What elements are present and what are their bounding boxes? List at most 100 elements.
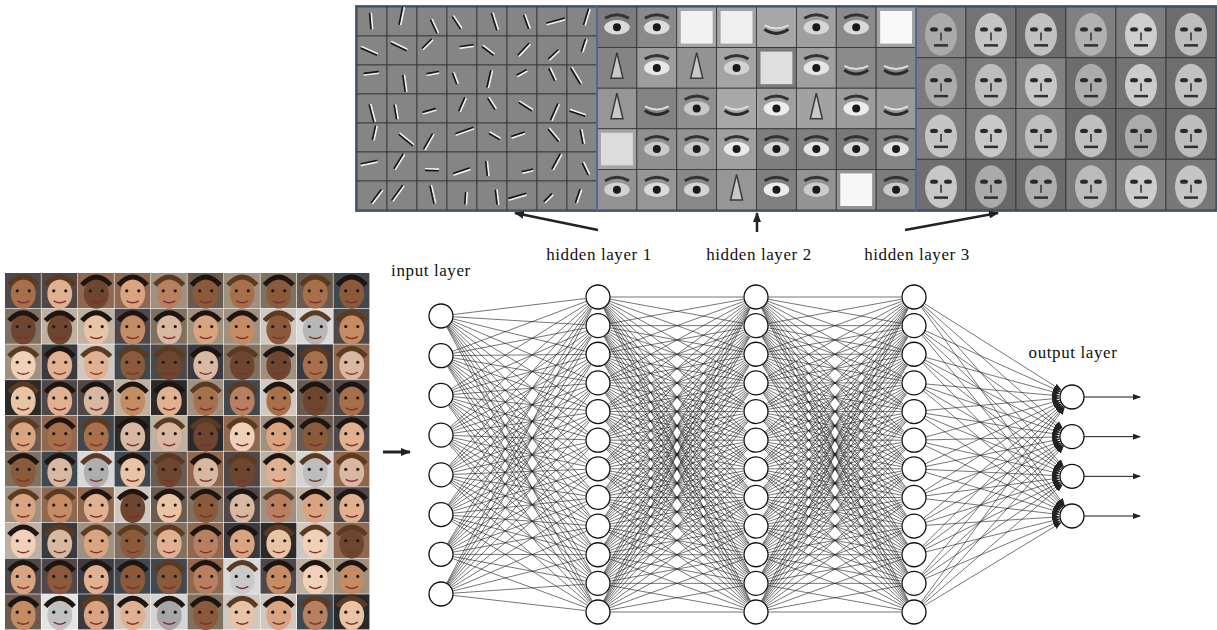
filter-cell <box>757 7 797 48</box>
filter-cell <box>876 7 916 48</box>
part-feature <box>645 55 669 59</box>
face-feature <box>980 179 988 183</box>
edge-feature <box>400 133 413 144</box>
edge-feature <box>426 170 438 172</box>
eye <box>356 289 359 292</box>
mouth <box>163 622 175 624</box>
eye <box>247 539 250 542</box>
edge-feature <box>548 130 558 142</box>
connection-line <box>762 308 908 572</box>
neuron <box>902 285 926 309</box>
hair <box>46 527 75 535</box>
filter-cell <box>916 7 966 58</box>
photo-tile <box>334 273 370 308</box>
eye <box>235 503 238 506</box>
face-feature <box>1034 95 1048 98</box>
filter-cell <box>417 65 447 94</box>
hair <box>301 384 330 392</box>
eye <box>344 575 347 578</box>
eye <box>320 396 323 399</box>
connection-line <box>610 586 743 610</box>
hair <box>265 420 294 428</box>
face-shape <box>266 279 291 309</box>
face-feature <box>1125 115 1157 158</box>
photo-tile <box>261 309 297 344</box>
face-feature <box>1090 134 1092 142</box>
filter-cell <box>717 7 757 48</box>
photo-tile <box>261 594 297 629</box>
eye <box>271 396 274 399</box>
photo-tile <box>334 487 370 522</box>
mouth <box>309 372 321 374</box>
mouth <box>200 408 212 410</box>
eye <box>28 575 31 578</box>
face-feature <box>1130 27 1138 31</box>
filter-cell <box>637 7 677 48</box>
photo-tile <box>78 452 114 487</box>
filter-cell <box>507 152 537 181</box>
part-feature <box>653 23 661 31</box>
face-shape <box>193 457 218 487</box>
face-feature <box>930 78 938 82</box>
photo-tile <box>5 273 41 308</box>
neuron <box>586 371 610 395</box>
part-feature <box>765 29 789 33</box>
hair <box>46 420 75 428</box>
connection-line <box>452 558 586 607</box>
face-shape <box>11 279 36 309</box>
filter-cell <box>567 94 597 123</box>
edge-feature <box>466 193 469 204</box>
connection-line <box>449 444 589 602</box>
connection-line <box>450 449 589 585</box>
filter-cell <box>1116 109 1166 160</box>
face-shape <box>157 564 182 594</box>
face-feature <box>940 134 942 142</box>
neuron <box>744 342 768 366</box>
face-shape <box>47 350 72 380</box>
face-shape <box>230 493 255 523</box>
connection-line <box>448 366 591 573</box>
filter-cell <box>757 169 797 210</box>
photo-tile <box>42 452 78 487</box>
connection-line <box>764 334 905 487</box>
part-feature <box>611 53 623 79</box>
edge-feature <box>486 162 487 176</box>
photo-tile <box>5 452 41 487</box>
mouth <box>127 372 139 374</box>
face-feature <box>1034 196 1048 199</box>
connection-line <box>923 485 1062 604</box>
face-feature <box>990 32 992 40</box>
eye <box>356 361 359 364</box>
filter-cell <box>477 36 507 65</box>
filter-cell <box>796 7 836 48</box>
filter-cell <box>507 7 537 36</box>
connection-line <box>765 478 904 604</box>
eye <box>198 611 201 614</box>
connection-line <box>451 441 586 519</box>
connection-line <box>607 478 746 604</box>
photo-tile <box>151 452 187 487</box>
face-feature <box>1084 146 1098 149</box>
face-shape <box>47 529 72 559</box>
hair <box>192 420 221 428</box>
eye <box>16 539 19 542</box>
connection-line <box>606 307 747 460</box>
edge-feature <box>551 104 558 119</box>
photo-tile <box>297 416 333 451</box>
part-feature <box>884 177 908 181</box>
face-feature <box>1194 78 1202 82</box>
eye <box>198 396 201 399</box>
mouth <box>200 586 212 588</box>
face-shape <box>157 279 182 309</box>
photo-tile <box>297 523 333 558</box>
output-arrow <box>1084 397 1140 398</box>
hair <box>192 348 221 356</box>
mouth <box>309 479 321 481</box>
face-feature <box>1094 27 1102 31</box>
connection-line <box>925 416 1060 471</box>
neuron <box>902 485 926 509</box>
face-shape <box>47 279 72 309</box>
filter-cell <box>1016 58 1066 109</box>
face-shape <box>303 493 328 523</box>
face-feature <box>1080 179 1088 183</box>
